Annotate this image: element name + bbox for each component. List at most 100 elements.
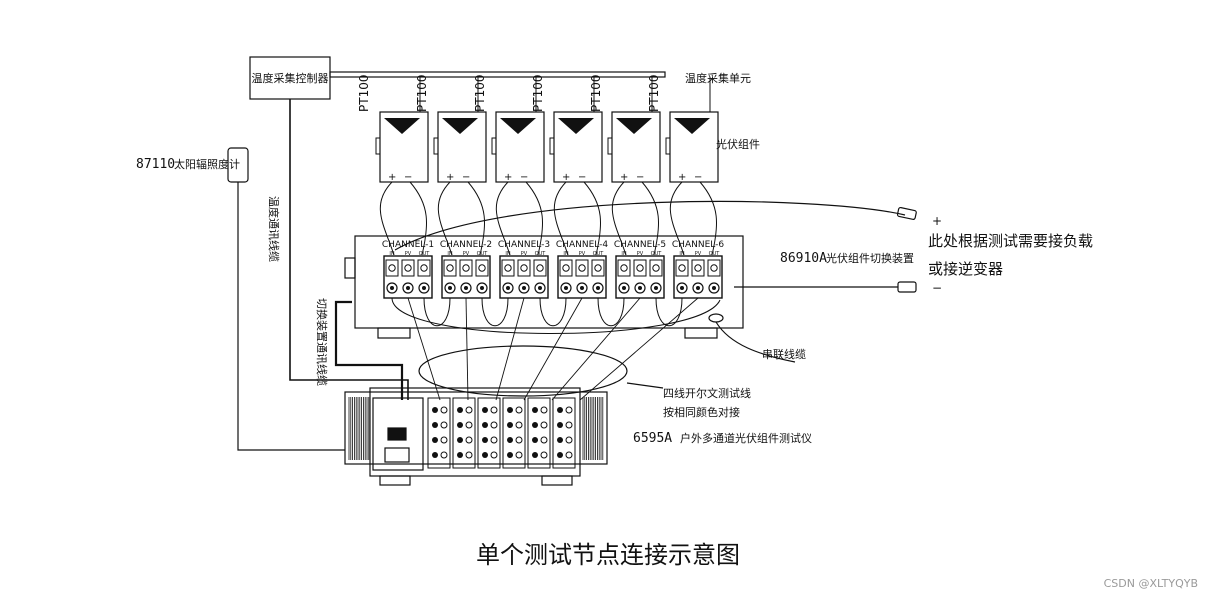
tester-card: [552, 397, 576, 469]
tester-card-port: [532, 407, 538, 413]
pt100-label: PT100: [415, 75, 429, 112]
module-cable-positive: [553, 181, 569, 256]
pv-positive-terminal: +: [678, 172, 686, 183]
pv-module-cell-icon: [500, 118, 536, 134]
switch-device: [354, 235, 744, 329]
channel-group: [383, 255, 433, 299]
four-wire-line: [495, 297, 525, 401]
module-cable-positive: [437, 181, 453, 256]
pv-positive-terminal: +: [504, 172, 512, 183]
temperature-bus-bar: [329, 71, 666, 78]
tester-card-port: [432, 407, 438, 413]
channel-terminal-top: [385, 259, 399, 277]
channel-terminal-top: [707, 259, 721, 277]
channel-label: CHANNEL-1: [382, 240, 434, 250]
pv-negative-terminal: −: [462, 172, 470, 183]
channel-terminal-top: [459, 259, 473, 277]
pv-negative-terminal: −: [520, 172, 528, 183]
four-wire-line: [407, 297, 441, 401]
pv-negative-terminal: −: [694, 172, 702, 183]
channel-jack: [404, 264, 412, 272]
negative-label: −: [932, 281, 942, 295]
tester-card-port: [507, 407, 513, 413]
tester-power-socket: [387, 427, 407, 441]
channel-port-label: PV: [405, 251, 412, 257]
channel-port-label: PV: [579, 251, 586, 257]
channel-connector-core: [680, 286, 684, 290]
tester-card-port: [457, 407, 463, 413]
channel-port-label: OUT: [477, 251, 489, 257]
channel-connector-core: [696, 286, 700, 290]
channel-connector-core: [622, 286, 626, 290]
tester-card-port: [532, 437, 538, 443]
channel-connector-core: [564, 286, 568, 290]
tester-card: [452, 397, 476, 469]
series-loop: [597, 297, 625, 327]
channel-group: [441, 255, 491, 299]
irradiance-model-label: 87110: [136, 157, 175, 172]
four-wire-label-line1: 四线开尔文测试线: [663, 386, 751, 400]
channel-label: CHANNEL-3: [498, 240, 550, 250]
pv-module-cell-icon: [616, 118, 652, 134]
series-loop: [539, 297, 567, 327]
tester-card-port: [457, 422, 463, 428]
pv-positive-terminal: +: [446, 172, 454, 183]
channel-port-label: PV: [521, 251, 528, 257]
pv-junction-box: [665, 137, 671, 155]
tester-card-port: [557, 437, 563, 443]
channel-terminal-top: [401, 259, 415, 277]
watermark: CSDN @XLTYQYB: [1103, 577, 1198, 590]
channel-connector: [592, 282, 604, 294]
channel-port-label: IN: [679, 251, 684, 257]
tester-card-port: [432, 452, 438, 458]
channel-connector-core: [448, 286, 452, 290]
channel-connector-core: [480, 286, 484, 290]
temperature-comm-cable: [289, 99, 409, 400]
channel-port-label: PV: [695, 251, 702, 257]
tester-frame: [344, 391, 608, 465]
tester-card-port: [440, 436, 448, 444]
tester-card-port: [557, 422, 563, 428]
channel-terminal-top: [443, 259, 457, 277]
tester-card-port: [482, 407, 488, 413]
channel-jack: [694, 264, 702, 272]
temperature-unit-label: 温度采集单元: [685, 71, 751, 85]
pv-junction-box: [433, 137, 439, 155]
channel-terminal-top: [633, 259, 647, 277]
positive-connector: [896, 206, 917, 220]
module-cable-positive: [611, 181, 627, 256]
channel-connector: [560, 282, 572, 294]
channel-group: [615, 255, 665, 299]
channel-terminal-top: [649, 259, 663, 277]
channel-jack: [710, 264, 718, 272]
channel-terminal-top: [691, 259, 705, 277]
pt100-label: PT100: [589, 75, 603, 112]
module-cable-negative: [583, 181, 602, 256]
module-cable-negative: [641, 181, 660, 256]
tester-card-port: [465, 451, 473, 459]
channel-connector: [460, 282, 472, 294]
tester-card: [502, 397, 526, 469]
switch-device-knob: [344, 257, 356, 279]
channel-port-label: OUT: [593, 251, 605, 257]
irradiance-name-label: 太阳辐照度计: [174, 157, 240, 171]
channel-connector-core: [580, 286, 584, 290]
tester-card: [477, 397, 501, 469]
tester-power-panel: [372, 397, 424, 471]
switch-device-foot: [684, 327, 718, 339]
tester-card-port: [515, 451, 523, 459]
pv-junction-box: [375, 137, 381, 155]
switch-cable-label: 切换装置通讯线缆: [315, 298, 329, 386]
pv-module-label: 光伏组件: [716, 137, 760, 151]
series-loop: [481, 297, 509, 327]
channel-jack: [636, 264, 644, 272]
tester-card-port: [557, 452, 563, 458]
channel-terminal-top: [617, 259, 631, 277]
channel-label: CHANNEL-2: [440, 240, 492, 250]
positive-label: +: [932, 214, 942, 228]
pt100-label: PT100: [647, 75, 661, 112]
tester-card-port: [507, 452, 513, 458]
channel-port-label: OUT: [419, 251, 431, 257]
series-return-loop: [391, 297, 721, 334]
